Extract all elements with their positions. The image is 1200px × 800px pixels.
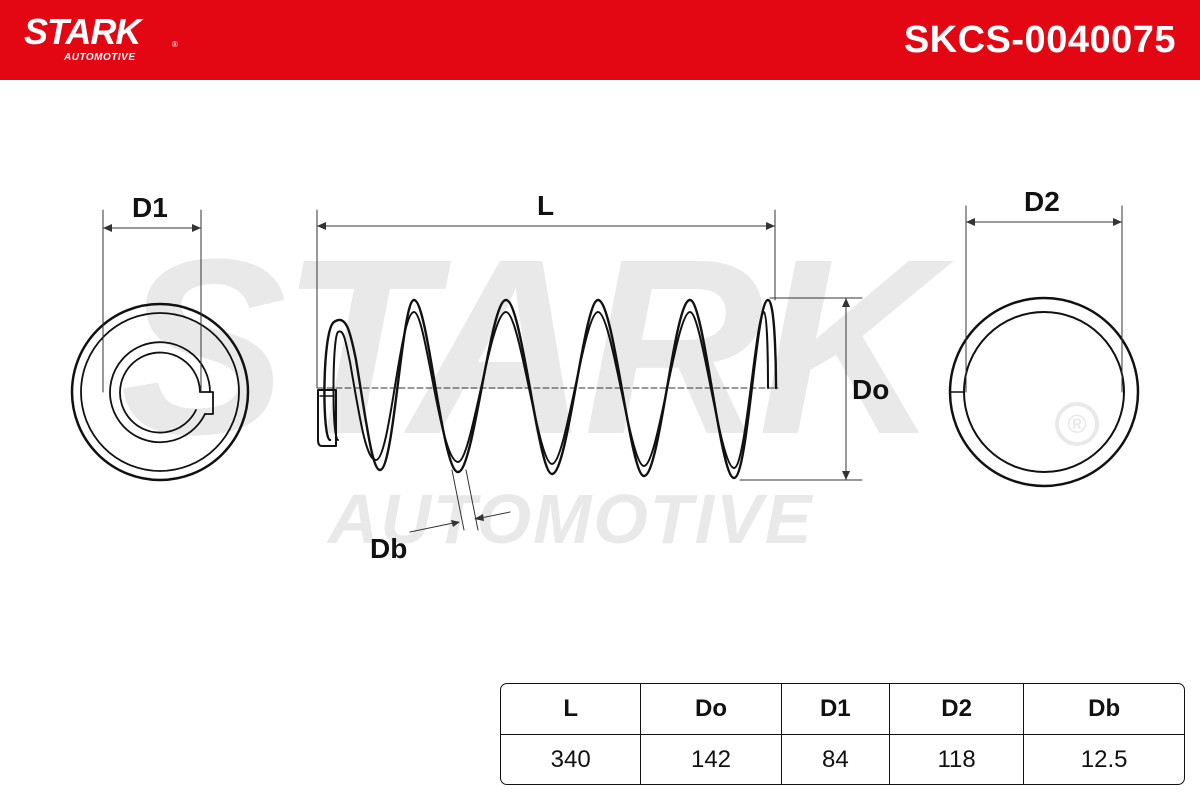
end-view-d1 — [70, 209, 250, 482]
label-d2: D2 — [1024, 186, 1060, 217]
spec-value-d1: 84 — [782, 735, 890, 784]
brand-registered-mark: ® — [172, 40, 178, 49]
spec-value-d2: 118 — [890, 735, 1025, 784]
spec-header-l: L — [501, 684, 642, 735]
spec-header-d1: D1 — [781, 684, 890, 735]
spec-table-header-row: L Do D1 D2 Db — [501, 684, 1184, 735]
spec-value-l: 340 — [501, 735, 642, 784]
side-view-spring — [316, 209, 863, 533]
label-d1: D1 — [132, 192, 168, 223]
label-db: Db — [370, 533, 408, 564]
brand-logo: STARK — [24, 11, 141, 52]
spec-value-do: 142 — [641, 735, 782, 784]
spec-table: L Do D1 D2 Db 340 142 84 118 12.5 — [500, 683, 1185, 785]
spec-header-do: Do — [641, 684, 782, 735]
spec-header-db: Db — [1024, 684, 1184, 735]
header-bar: STARK ® AUTOMOTIVE SKCS-0040075 — [0, 0, 1200, 80]
part-number: SKCS-0040075 — [903, 19, 1176, 61]
label-l: L — [537, 190, 555, 221]
spec-value-db: 12.5 — [1080, 745, 1128, 773]
brand-logo-subtext: AUTOMOTIVE — [64, 52, 136, 63]
spec-table-value-row: 340 142 84 118 12.5 — [501, 735, 1184, 784]
label-do: Do — [852, 374, 890, 405]
watermark-registered: ® — [1055, 402, 1099, 446]
watermark-sub: AUTOMOTIVE — [328, 480, 814, 558]
watermark-main: STARK — [120, 207, 939, 486]
spec-header-d2: D2 — [889, 684, 1025, 735]
end-view-d2 — [948, 205, 1140, 488]
